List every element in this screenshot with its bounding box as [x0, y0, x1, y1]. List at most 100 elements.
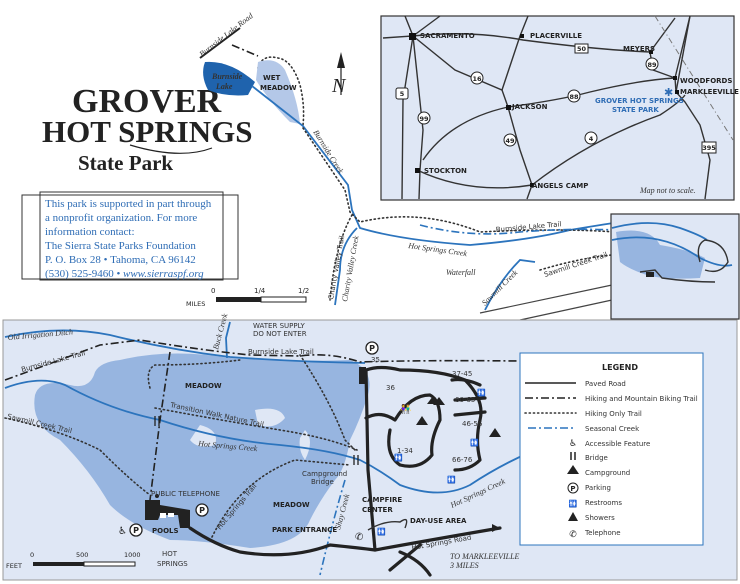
meadow-area: [34, 353, 370, 548]
highway-network: [382, 15, 711, 200]
restroom-icon: 🚻: [569, 499, 578, 508]
scale-tick: 1/4: [254, 287, 266, 295]
label-wet-meadow: WET: [263, 74, 281, 82]
info-website[interactable]: www.sierraspf.org: [123, 268, 204, 280]
svg-text:P: P: [369, 344, 375, 353]
bridge-icon: [154, 416, 160, 426]
region-map: SACRAMENTO PLACERVILLE MEYERS WOODFORDS …: [380, 15, 739, 201]
trail-to-pools: [149, 351, 171, 501]
highway-number: 4: [589, 135, 594, 143]
label-campground-bridge: Bridge: [311, 478, 334, 486]
restroom-icon: 🚻: [477, 388, 486, 397]
town-angels-camp: ANGELS CAMP: [532, 182, 588, 190]
legend-label: Bridge: [585, 454, 608, 462]
compass-n: N: [331, 75, 347, 97]
label-hot-springs: HOT: [162, 550, 178, 558]
svg-text:P: P: [570, 485, 575, 493]
label-park-entrance: PARK ENTRANCE: [272, 526, 337, 534]
restroom-icon: 👫: [400, 403, 411, 415]
title-swash: [129, 144, 213, 154]
parking-icon: P: [567, 482, 579, 494]
parking-icon[interactable]: P: [365, 341, 379, 355]
restroom-icon: 🚻: [447, 475, 456, 484]
highway-shield: [470, 71, 484, 85]
svg-text:P: P: [199, 506, 205, 515]
svg-text:P: P: [133, 526, 139, 535]
highway-number: 395: [702, 144, 716, 152]
shower-icon: [568, 512, 578, 521]
meadow-clearings: [190, 408, 310, 460]
label-to-markleeville: 3 MILES: [449, 561, 479, 570]
legend-label: Hiking and Mountain Biking Trail: [585, 395, 698, 403]
sawmill-creek: [484, 259, 536, 311]
town-woodfords: WOODFORDS: [680, 77, 732, 85]
wheelchair-icon: ♿: [569, 439, 577, 449]
label-day-use-area: DAY-USE AREA: [410, 517, 467, 525]
pools-building: [145, 500, 190, 528]
label-to-markleeville: TO MARKLEEVILLE: [450, 552, 520, 561]
burnside-lake-trail: [4, 339, 521, 381]
highway-number: 5: [400, 90, 405, 98]
campsite-label: 66-76: [452, 456, 473, 464]
label-meadow: MEADOW: [273, 501, 310, 509]
telephone-icon: ✆: [569, 530, 577, 540]
highway-shield: [701, 141, 717, 154]
region-map-frame: [380, 15, 735, 201]
label-burnside-lake-trail: Burnside Lake Trail: [248, 348, 314, 356]
highway-shield: [417, 111, 431, 125]
day-use-loop: [367, 518, 408, 531]
legend-label: Campground: [585, 469, 630, 477]
parking-icon[interactable]: P: [195, 503, 209, 517]
bridge-icon: [570, 452, 576, 460]
sawmill-creek-trail-detail: [4, 417, 151, 496]
campground-loop-1: [364, 393, 442, 468]
info-box-inner: [39, 191, 224, 281]
info-box: This park is supported in part through a…: [21, 191, 239, 281]
miles-scale: 0 1/4 1/2 MILES: [186, 287, 309, 308]
compass-rose: N: [331, 52, 347, 97]
info-line: information contact:: [45, 226, 135, 238]
trail-to-lake: [231, 44, 259, 57]
detail-thumbnail: [610, 213, 740, 320]
legend-label: Paved Road: [585, 380, 626, 388]
hot-springs-trail: [211, 459, 351, 538]
burnside-lake-road: [199, 27, 241, 59]
meadow-east-trail: [299, 354, 358, 453]
town-meyers: MEYERS: [623, 45, 655, 53]
highway-number: 50: [577, 45, 587, 53]
old-irrigation-ditch: [4, 329, 366, 364]
highway-shield: [645, 57, 659, 71]
legend-label: Showers: [585, 514, 615, 522]
road-arrow-icon: [492, 524, 500, 532]
town-sacramento: SACRAMENTO: [420, 32, 475, 40]
park-label: STATE PARK: [612, 106, 659, 114]
label-wet-meadow: MEADOW: [260, 84, 297, 92]
label-hot-springs: SPRINGS: [157, 560, 188, 568]
label-public-telephone: PUBLIC TELEPHONE: [151, 490, 220, 498]
park-star-icon: ✱: [664, 86, 673, 99]
park-label: GROVER HOT SPRINGS: [595, 97, 684, 105]
campsite-label: 37-45: [452, 370, 472, 378]
label-burnside-lake: Burnside: [211, 72, 243, 81]
shay-creek: [319, 479, 346, 576]
highway-shields: 5 99 16 50 89 88 49 4 395: [395, 43, 717, 154]
scale-tick: 0: [30, 551, 34, 559]
campground-road: [364, 365, 483, 552]
hot-springs-road: [188, 526, 502, 557]
restroom-icon: 🚻: [377, 527, 386, 536]
label-pools: POOLS: [152, 527, 179, 535]
highway-number: 49: [505, 137, 515, 145]
parking-icon[interactable]: P: [129, 523, 143, 537]
campsite-label: 1-34: [397, 447, 413, 455]
legend-box: [519, 352, 704, 546]
telephone-icon: ✆: [355, 532, 363, 543]
legend-label: Accessible Feature: [585, 440, 650, 448]
legend: LEGEND ♿ P 🚻 ✆ Paved Road Hiking and Mou…: [519, 352, 704, 546]
feet-scale: 0 500 1000 FEET: [6, 551, 141, 570]
pool: [160, 513, 166, 518]
highway-number: 16: [472, 75, 482, 83]
campground-spurs: [450, 377, 487, 417]
label-water-supply: WATER SUPPLY: [253, 322, 306, 330]
label-burnside-lake: Lake: [215, 82, 233, 91]
sawmill-creek-trail: [539, 254, 613, 271]
